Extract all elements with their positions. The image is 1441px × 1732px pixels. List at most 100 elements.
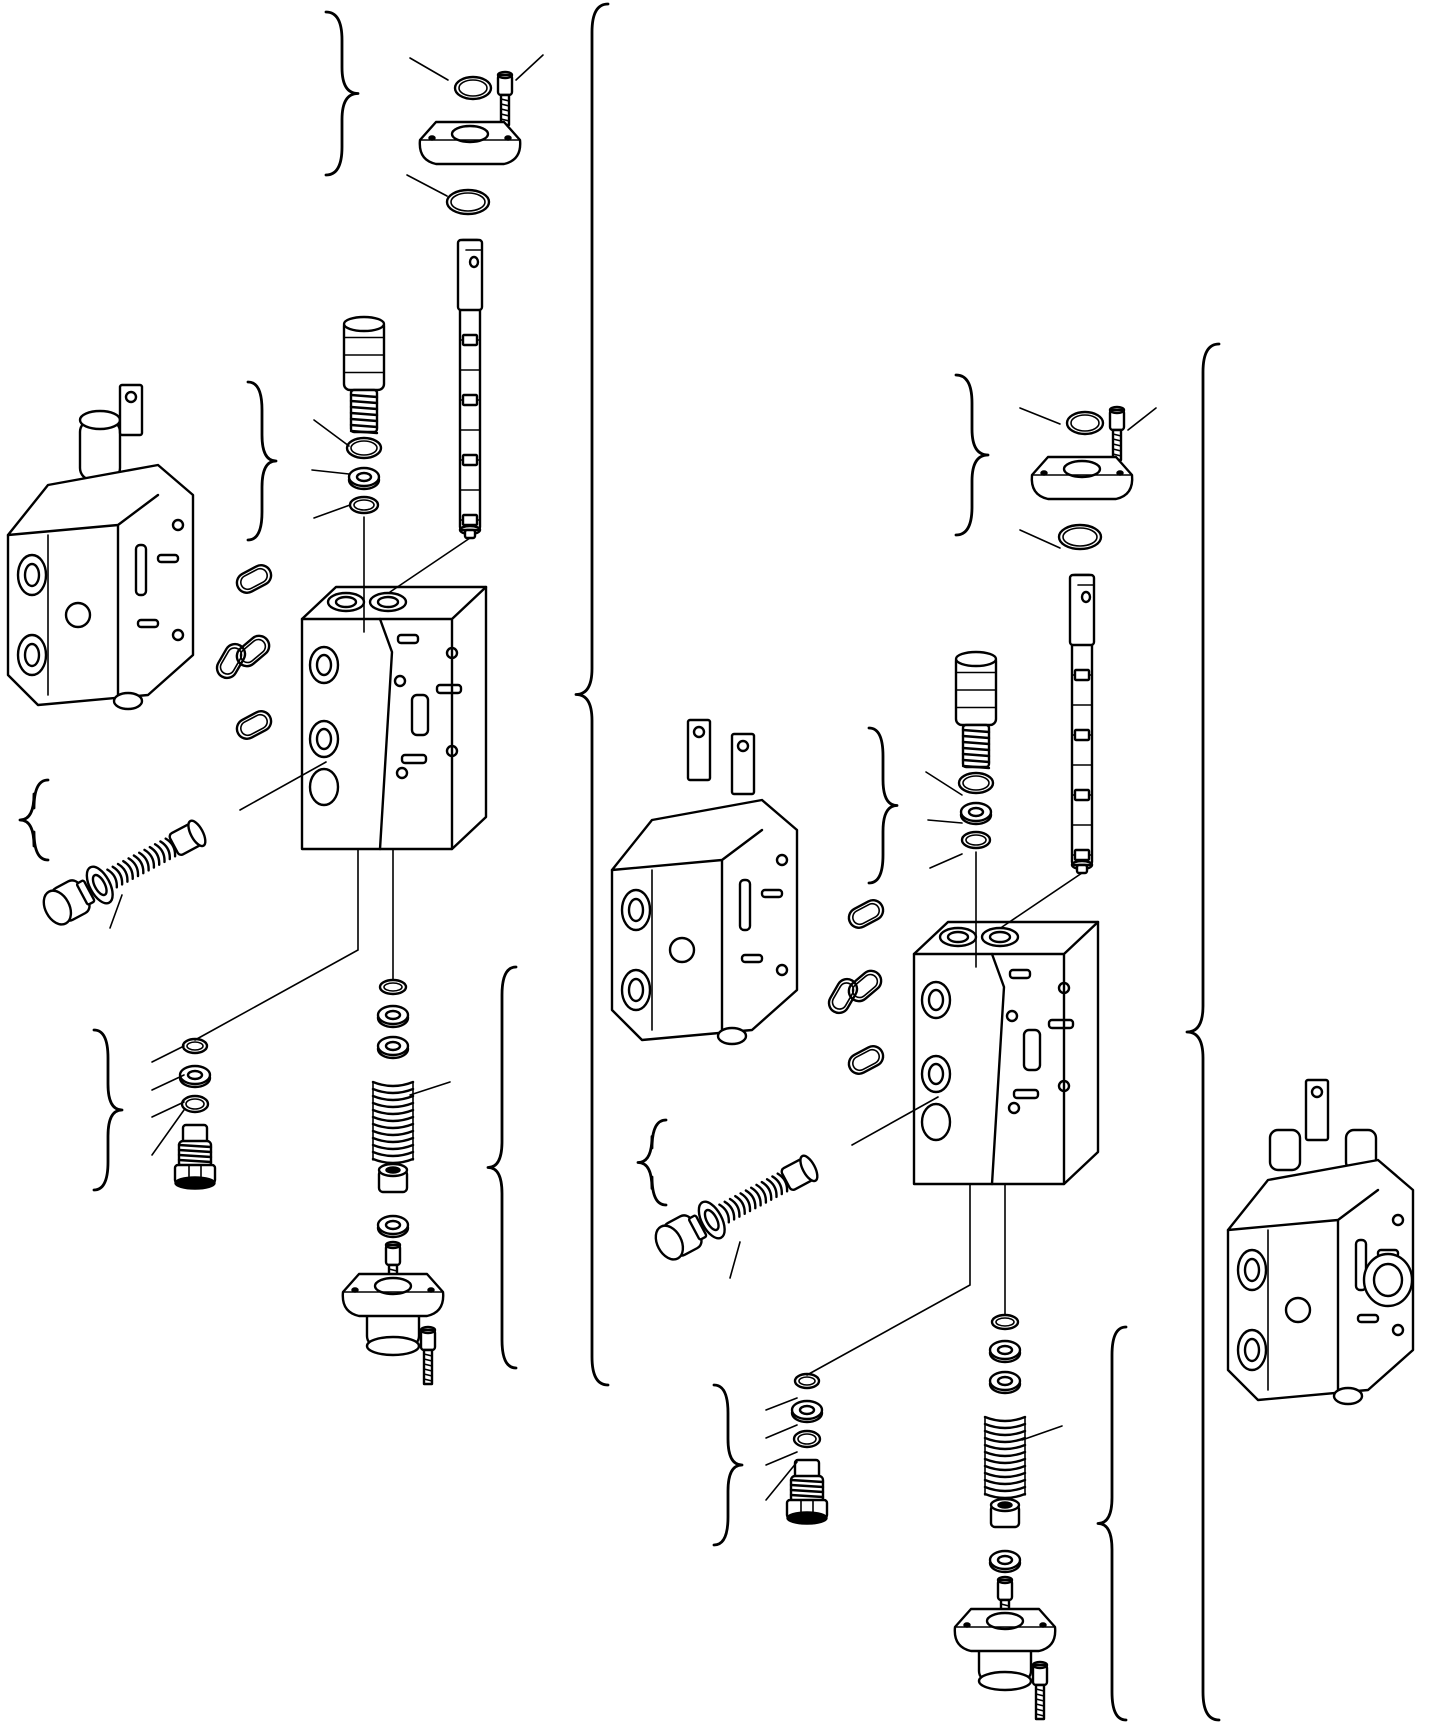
leader-stroke [1127,407,1157,431]
o-ring-outer [1057,523,1103,551]
right-valve-section [654,405,1134,1721]
leader-line [925,771,963,796]
o-ring-outer [792,1429,822,1449]
thumb-port [1236,1248,1268,1292]
axis-line [239,761,327,811]
section-o-ring-inner [831,982,855,1010]
cartridge-cap [954,650,998,668]
relief-poppet-face [187,819,207,848]
cartridge-thread [349,405,379,411]
flange-bolt-hole [428,135,436,141]
spool-slot [465,249,483,307]
leader-line [406,174,448,197]
o-ring-inner [965,834,987,846]
thumb-slot [740,953,764,964]
brace-right-top-cover-path [954,373,990,537]
assembled-valve-view [1226,1078,1415,1406]
leader-stroke [409,1081,451,1096]
thumb-bolt [775,853,789,867]
valve-body-outline [300,585,488,851]
valve-face-bolt [395,766,409,780]
leader-line [151,1101,185,1118]
brace-right-whole [1185,342,1221,1722]
thumb-lever [686,718,712,782]
cartridge-thread [961,764,991,770]
flange-bolt-hole [351,1287,359,1293]
section-o-ring [235,564,273,594]
brace-left-lower-check-path [92,1028,124,1192]
backup-ring [376,1004,410,1029]
check-plug-thread [789,1483,825,1489]
assembly-line [806,851,1083,1376]
thumb-bottom-boss [1332,1386,1364,1406]
cap-screw [419,1325,437,1386]
coil-spring-turns [371,1080,415,1165]
o-ring [345,436,383,460]
leader-line [765,1397,798,1411]
cover-flange [418,120,522,166]
cap-screw-thread [423,1378,433,1382]
valve-spool [1068,573,1096,875]
cartridge-thread [961,740,991,746]
o-ring-inner [185,1098,205,1110]
backup-ring-top [376,1214,410,1236]
leader-stroke [151,1074,185,1091]
cap-screw-thread [1112,443,1122,447]
flange-bolt-hole [1040,470,1048,476]
cap-screw-thread [1112,448,1122,452]
check-plug-thread [177,1143,213,1149]
valve-face-bolt [1057,1079,1071,1093]
backup-ring [790,1399,824,1424]
cap-screw-thread [1035,1688,1045,1692]
cap-screw-thread [500,118,510,122]
valve-side-port-2-in [927,1062,945,1086]
thumb-port-in [627,977,645,1003]
backup-ring-top [347,466,381,488]
section-o-ring-outer [847,969,883,1003]
coil-spring-sides [984,1416,1026,1496]
cartridge-thread [349,423,379,429]
brace-left-relief-path [18,778,50,862]
flange-bolt-hole [1116,470,1124,476]
check-plug [173,1123,217,1190]
brace-left-relief [18,778,50,862]
thumb-port [1284,1296,1312,1324]
cap-screw-thread [1035,1708,1045,1712]
thumb-body-edge [1226,1188,1380,1392]
brace-left-lower-stack-path [486,965,518,1370]
leader-stroke [151,1109,185,1156]
valve-body-edge [300,585,488,851]
o-ring [792,1429,822,1449]
thumb-body [6,463,195,707]
valve-face-slot [1008,968,1032,980]
valve-body-casting-line [990,952,1006,1186]
o-ring-outer [453,75,493,101]
backup-ring [347,466,381,491]
section-o-ring-outer [827,977,859,1015]
section-o-ring [235,710,273,740]
spool-tip [463,528,477,540]
brace-right-whole-path [1185,342,1221,1722]
backup-ring-top [959,801,993,823]
cap-screw-shank [1034,1683,1046,1721]
cap-screw-thread [500,103,510,107]
cap-screw-top [996,1575,1014,1585]
thumb-port [1236,1328,1268,1372]
backup-ring-top [988,1339,1022,1361]
thumb-body [610,798,799,1042]
axis-line [806,1183,971,1376]
o-ring-outer [180,1094,210,1114]
thumb-cap [1268,1128,1302,1172]
brace-right-relief-path [636,1118,668,1207]
valve-side-port-3 [920,1102,952,1142]
backup-ring-hole [798,1404,816,1416]
valve-body-casting-line [378,617,394,851]
thumb-slot [1354,1238,1368,1292]
cap-screw-shank [422,1348,434,1386]
backup-ring-hole [355,471,373,483]
valve-port-top-1 [326,591,366,613]
leader-line [927,819,963,824]
valve-port-top-2-in [988,930,1012,944]
cartridge-thread [349,393,379,399]
check-plug-thread [789,1488,825,1494]
